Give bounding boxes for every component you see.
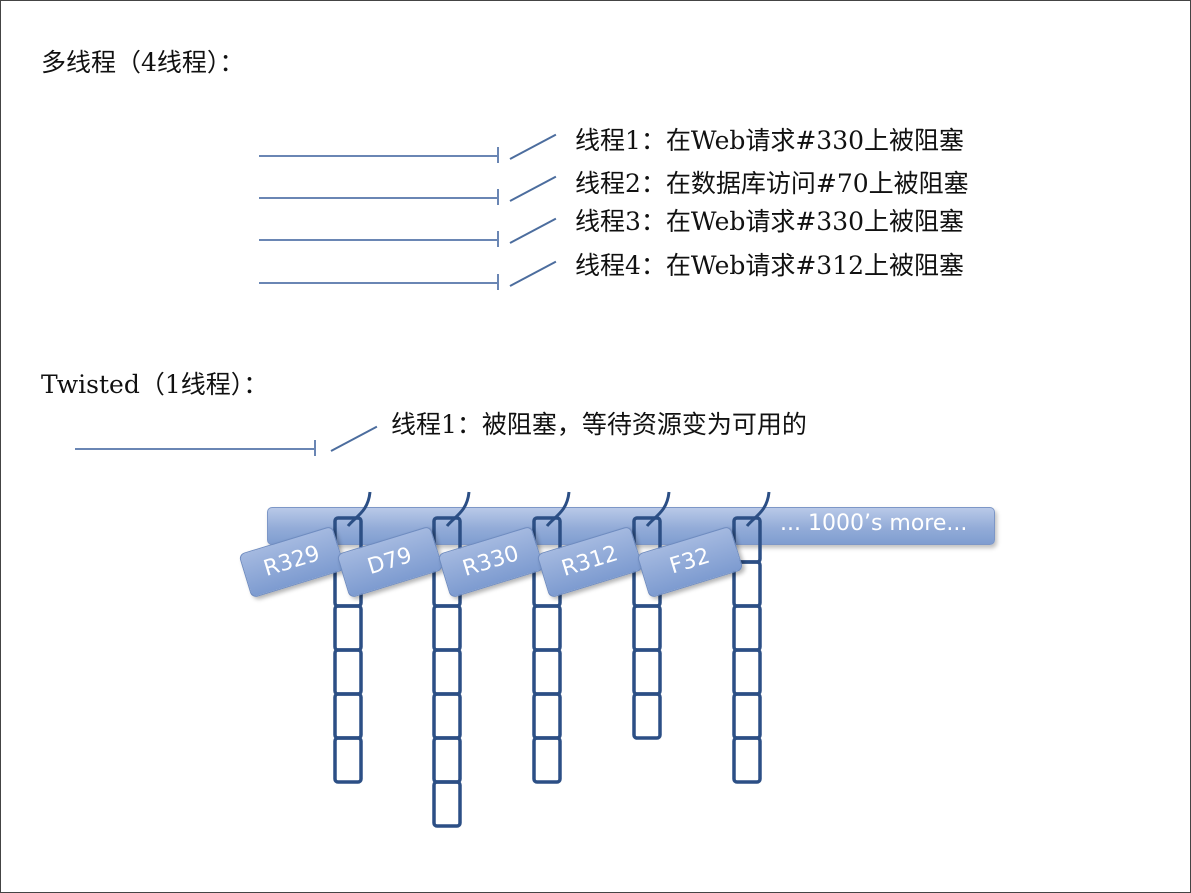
chain-link [432, 648, 462, 696]
chain-link [732, 692, 762, 740]
thread-4-block-mark [497, 274, 499, 290]
request-chain-1 [333, 491, 372, 784]
request-chain-3 [532, 491, 571, 784]
twisted-thread-label: 线程1：被阻塞，等待资源变为可用的 [391, 410, 807, 439]
thread-1-line [259, 155, 499, 157]
chain-link [432, 780, 462, 828]
thread-2-label: 线程2：在数据库访问#70上被阻塞 [575, 169, 969, 198]
chain-link [333, 604, 363, 652]
queue-more-label: ... 1000’s more... [780, 511, 968, 536]
chain-hook [645, 491, 671, 527]
thread-2-block-mark [497, 189, 499, 205]
thread-3-label: 线程3：在Web请求#330上被阻塞 [575, 207, 965, 236]
chain-link [532, 648, 562, 696]
thread-2-line [259, 197, 499, 199]
chain-hook [445, 491, 471, 527]
twisted-heading: Twisted（1线程）： [41, 370, 269, 399]
chain-link [333, 692, 363, 740]
chain-link [432, 736, 462, 784]
request-chain-2 [432, 491, 471, 828]
thread-4-line [259, 282, 499, 284]
thread-3-line [259, 239, 499, 241]
multithread-heading: 多线程（4线程）： [41, 48, 245, 77]
chain-link [432, 604, 462, 652]
twisted-thread-block-mark [314, 440, 316, 456]
chain-link [532, 736, 562, 784]
chain-link [532, 604, 562, 652]
thread-3-block-mark [497, 231, 499, 247]
request-chain-5 [732, 491, 771, 784]
chain-link [432, 692, 462, 740]
chain-link [632, 692, 662, 740]
chain-link [732, 736, 762, 784]
chain-link [532, 692, 562, 740]
chain-link [333, 648, 363, 696]
request-chain-4 [632, 491, 671, 740]
chain-link [732, 648, 762, 696]
chain-link [632, 604, 662, 652]
twisted-thread-line [75, 448, 315, 450]
chain-hook [346, 491, 372, 527]
chain-link [632, 648, 662, 696]
thread-4-label: 线程4：在Web请求#312上被阻塞 [575, 251, 965, 280]
chain-hook [545, 491, 571, 527]
chain-link [732, 604, 762, 652]
chain-link [333, 736, 363, 784]
chain-hook [745, 491, 771, 527]
thread-1-label: 线程1：在Web请求#330上被阻塞 [575, 126, 965, 155]
thread-1-block-mark [497, 147, 499, 163]
